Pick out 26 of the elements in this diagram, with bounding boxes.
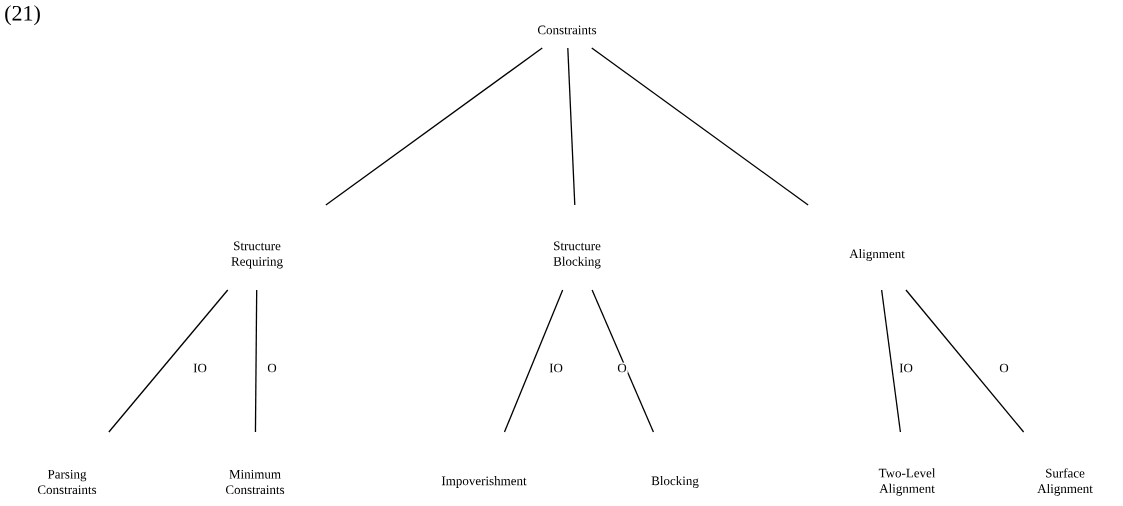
node-label: Alignment — [849, 249, 905, 261]
edge-label: O — [616, 362, 628, 374]
node-label: Blocking — [651, 476, 699, 488]
branch-line — [905, 289, 1025, 433]
edge-label: IO — [548, 362, 564, 374]
edge-label: O — [266, 362, 278, 374]
node-label: Structure Blocking — [553, 241, 601, 269]
edge-label: IO — [898, 362, 914, 374]
example-number: (21) — [5, 5, 40, 26]
branch-line — [591, 47, 809, 206]
node-label: Structure Requiring — [231, 241, 283, 269]
branch-line — [591, 289, 655, 433]
node-label: Minimum Constraints — [225, 469, 285, 495]
edge-label: O — [998, 362, 1010, 374]
node-label: Impoverishment — [441, 476, 527, 488]
branch-line — [254, 289, 258, 433]
branch-line — [881, 289, 902, 433]
edge-label: IO — [192, 362, 208, 374]
branch-line — [108, 289, 229, 433]
node-label: Constraints — [537, 25, 597, 35]
branch-line — [567, 47, 576, 206]
node-label: Surface Alignment — [1037, 468, 1093, 496]
node-label: Parsing Constraints — [37, 469, 97, 495]
node-label: Two-Level Alignment — [878, 468, 936, 496]
branch-line — [503, 289, 564, 433]
branch-line — [325, 47, 543, 206]
